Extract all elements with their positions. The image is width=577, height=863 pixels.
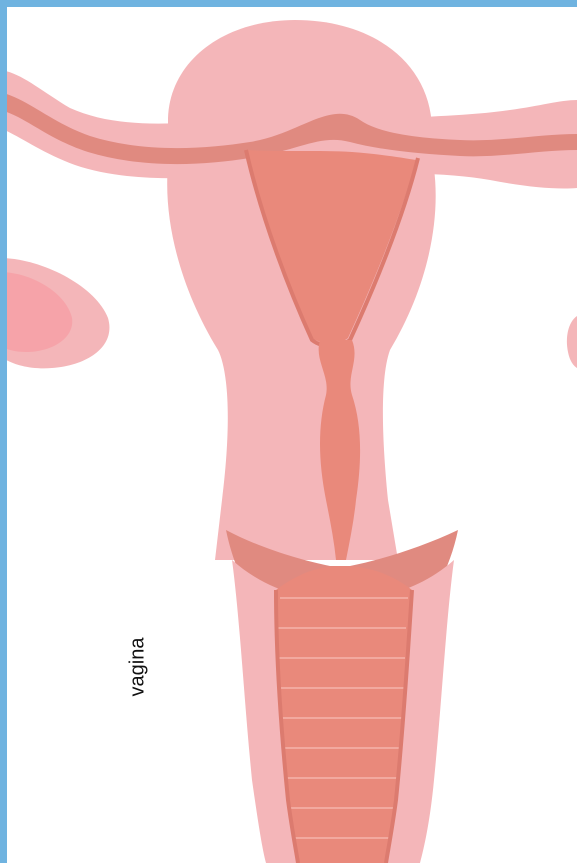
left-ovary bbox=[0, 258, 109, 368]
right-ovary bbox=[567, 316, 577, 368]
label-vagina: vagina bbox=[127, 638, 150, 697]
vaginal-canal bbox=[276, 566, 412, 863]
